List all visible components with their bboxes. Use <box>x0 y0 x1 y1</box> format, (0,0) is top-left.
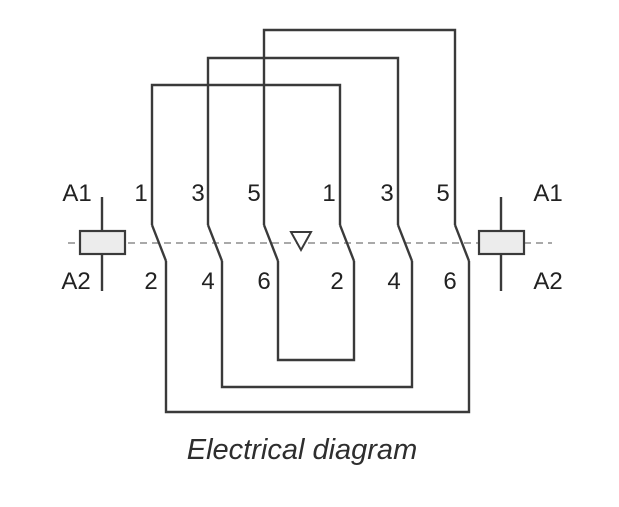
wire-bottom-2-to-6 <box>164 261 471 414</box>
right-coil-a2-label: A2 <box>533 268 562 295</box>
contact-blades <box>150 224 471 262</box>
right-coil-rect <box>477 229 526 256</box>
left-coil-symbol <box>78 197 127 291</box>
terminal-label-left-3: 3 <box>191 180 204 207</box>
wire-bottom-4-to-4 <box>220 261 414 389</box>
right-coil-a1-label: A1 <box>533 180 562 207</box>
left-coil-a1-label: A1 <box>62 180 91 207</box>
terminal-label-left-4: 4 <box>201 268 214 295</box>
left-coil-rect <box>78 229 127 256</box>
interlock-triangle-icon <box>289 231 313 253</box>
terminal-label-left-5: 5 <box>247 180 260 207</box>
terminal-label-right-6: 6 <box>443 268 456 295</box>
top-terminal-labels: A1 1 3 5 1 3 5 A1 <box>62 180 562 207</box>
diagram-caption: Electrical diagram <box>187 434 417 466</box>
contact-blade-right-5-6 <box>453 224 471 262</box>
terminal-label-right-5: 5 <box>436 180 449 207</box>
terminal-label-left-2: 2 <box>144 268 157 295</box>
left-coil-a2-label: A2 <box>61 268 90 295</box>
contact-blade-right-3-4 <box>396 224 414 262</box>
contact-blade-left-3-4 <box>206 224 224 262</box>
terminal-label-left-1: 1 <box>134 180 147 207</box>
terminal-label-left-6: 6 <box>257 268 270 295</box>
wire-bottom-6-to-2 <box>276 261 356 362</box>
bottom-terminal-labels: A2 2 4 6 2 4 6 A2 <box>61 268 562 295</box>
contact-blade-left-1-2 <box>150 224 168 262</box>
right-coil-symbol <box>477 197 526 291</box>
terminal-label-right-2: 2 <box>330 268 343 295</box>
terminal-label-right-4: 4 <box>387 268 400 295</box>
terminal-label-right-1: 1 <box>322 180 335 207</box>
top-crossover-wires <box>150 28 457 225</box>
wire-top-5-to-5 <box>262 28 457 225</box>
contact-blade-left-5-6 <box>262 224 280 262</box>
wire-top-1-to-1 <box>150 83 342 225</box>
wire-top-3-to-3 <box>206 56 400 225</box>
bottom-crossover-wires <box>164 261 471 414</box>
contact-blade-right-1-2 <box>338 224 356 262</box>
terminal-label-right-3: 3 <box>380 180 393 207</box>
